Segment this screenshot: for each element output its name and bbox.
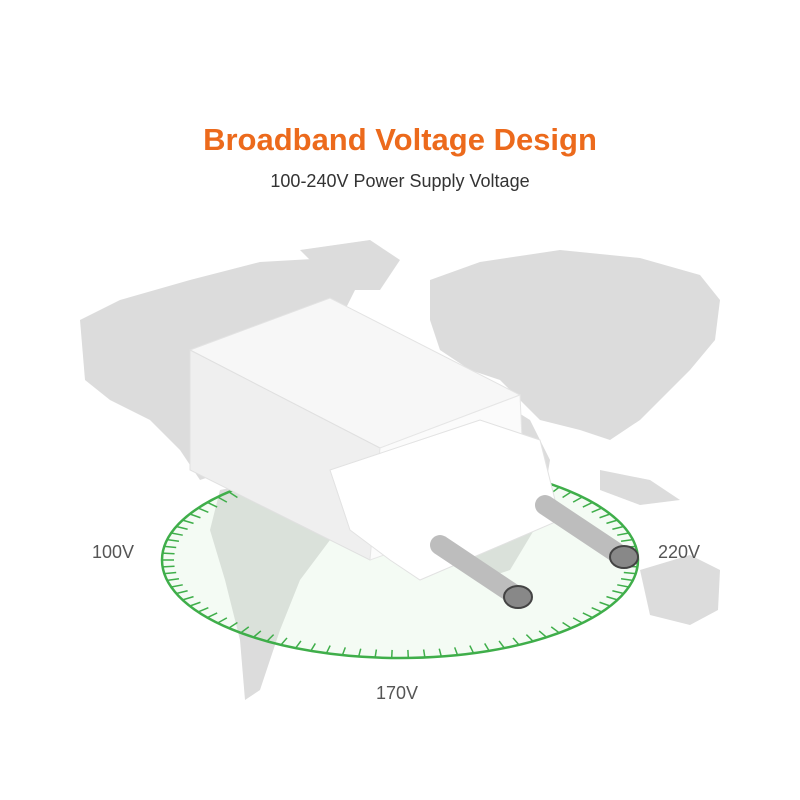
ring-tick [280, 637, 288, 646]
ring-tick [606, 519, 618, 525]
voltage-label-170v: 170V [376, 683, 419, 703]
ring-tick [162, 565, 175, 568]
ring-tick [228, 621, 238, 629]
ring-tick [422, 649, 426, 658]
ring-tick [617, 532, 629, 536]
ring-tick [599, 513, 611, 519]
ring-tick [612, 590, 624, 595]
ring-tick [167, 577, 180, 582]
ring-tick [252, 630, 262, 638]
ring-tick [572, 496, 583, 503]
ring-tick [207, 501, 218, 508]
ring-tick [325, 645, 331, 654]
ring-tick [182, 519, 194, 525]
ring-tick [623, 571, 636, 575]
ring-tick [438, 648, 443, 657]
ring-tick [550, 626, 560, 634]
ring-tick [591, 507, 603, 513]
page-title: Broadband Voltage Design [203, 122, 597, 157]
ring-tick [591, 607, 603, 613]
ring-tick [341, 647, 347, 656]
ring-tick [176, 525, 188, 530]
ring-tick [453, 647, 459, 656]
ring-tick [525, 634, 534, 642]
ring-tick [176, 590, 188, 595]
europe-asia [430, 250, 720, 440]
plug-pin-right [535, 495, 639, 569]
charger [188, 297, 639, 609]
ring-tick [167, 538, 180, 543]
ring-tick [620, 577, 633, 582]
ring-tick [374, 649, 378, 658]
ring-tick [498, 640, 505, 649]
greenland [300, 240, 400, 290]
ring-tick [599, 601, 611, 607]
ring-tick [197, 507, 209, 513]
ring-tick [162, 552, 175, 555]
ring-tick [357, 648, 362, 657]
ring-tick [217, 496, 228, 503]
islands [600, 470, 680, 505]
ring-tick [171, 532, 183, 536]
ring-tick [572, 617, 583, 624]
ring-tick [171, 584, 183, 588]
ring-tick [197, 607, 209, 613]
ring-tick [182, 595, 194, 601]
ring-tick [484, 643, 490, 652]
ring-tick [582, 612, 593, 619]
ring-tick [512, 637, 520, 646]
ring-tick [228, 491, 238, 499]
ring-tick [164, 545, 177, 549]
south-america [210, 480, 330, 700]
ring-tick [240, 626, 250, 634]
ring-tick [562, 491, 572, 499]
ring-tick [310, 643, 316, 652]
ring-tick [582, 501, 593, 508]
ring-tick [266, 634, 275, 642]
voltage-label-100v: 100V [92, 542, 135, 562]
ring-tick [189, 513, 201, 519]
ring-tick [207, 612, 218, 619]
ring-tick [469, 645, 475, 654]
ring-tick [617, 584, 629, 588]
ring-tick [189, 601, 201, 607]
ring-tick [164, 571, 177, 575]
plug-face [329, 419, 561, 581]
page-subtitle: 100-240V Power Supply Voltage [270, 171, 530, 191]
australia [640, 555, 720, 625]
ring-tick [606, 595, 618, 601]
ring-tick [295, 640, 302, 649]
voltage-label-220v: 220V [658, 542, 701, 562]
ring-tick [538, 630, 548, 638]
ring-tick [217, 617, 228, 624]
ring-tick [562, 621, 572, 629]
ring-tick [620, 538, 633, 543]
ring-tick [612, 525, 624, 530]
plug-pin-left [430, 535, 533, 609]
